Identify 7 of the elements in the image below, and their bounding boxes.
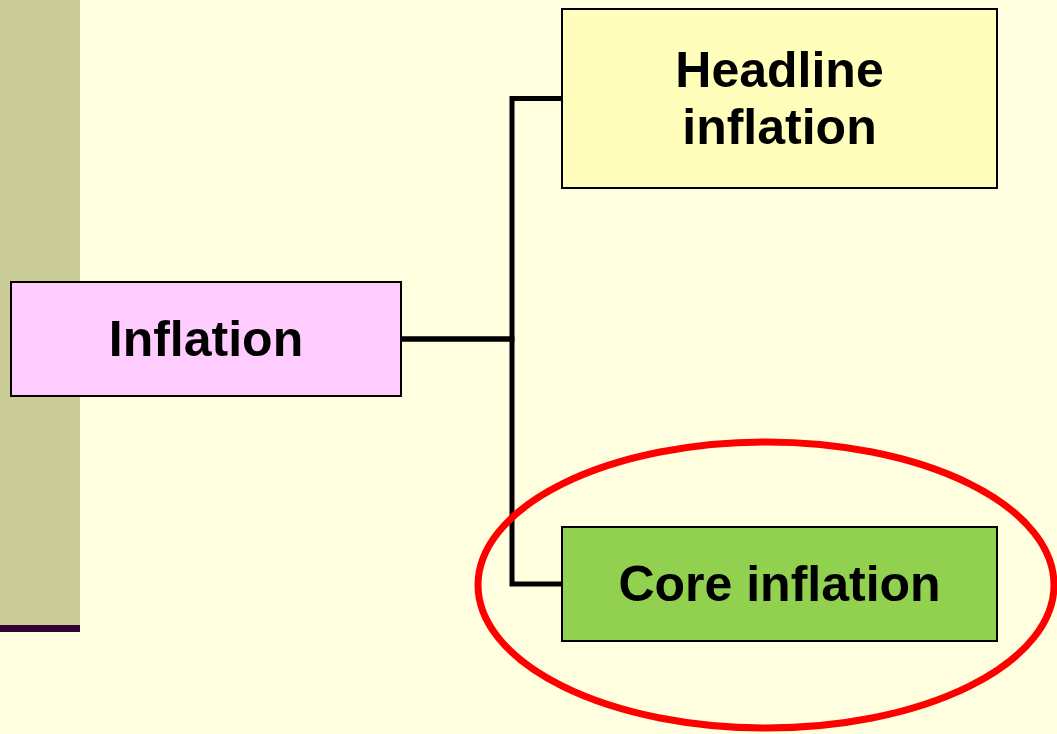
concept-box [561,8,998,189]
box-label: Headline inflation [674,41,885,156]
box-label: Inflation [107,310,305,368]
box-label: Core inflation [617,555,942,613]
concept-box [561,526,998,642]
connector-line [402,336,561,587]
concept-box [10,281,402,397]
